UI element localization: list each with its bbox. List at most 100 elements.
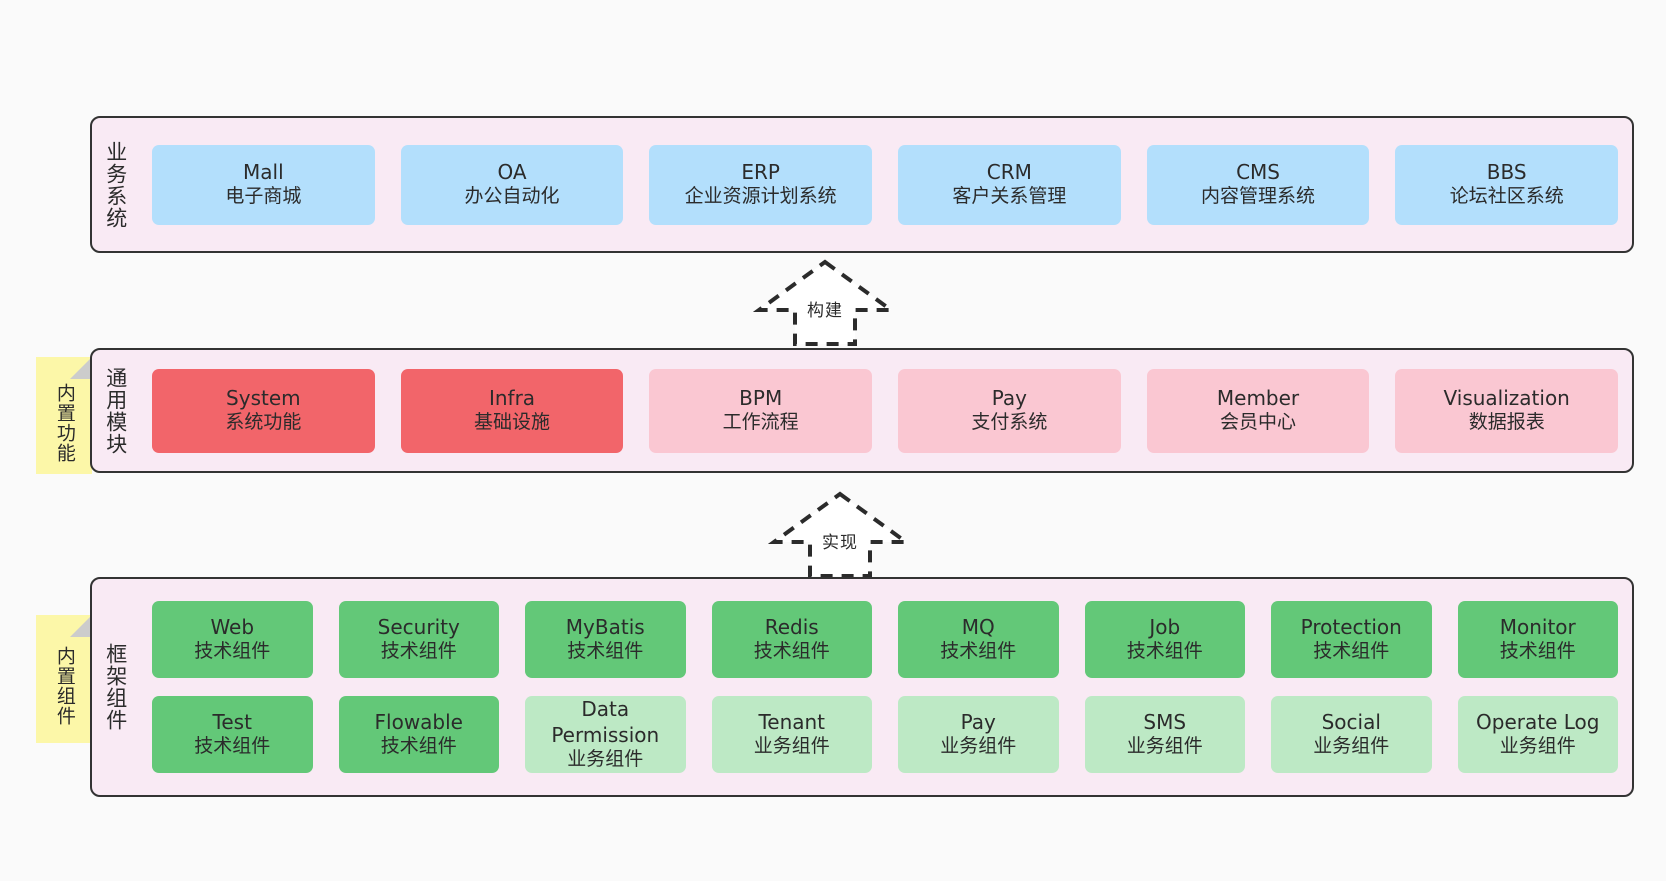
card-subtitle: 技术组件 xyxy=(1313,640,1390,663)
card-title: CMS xyxy=(1236,159,1280,184)
connector-implement-label: 实现 xyxy=(822,533,858,553)
card-subtitle: 业务组件 xyxy=(1313,735,1390,758)
card-title: BPM xyxy=(739,385,783,410)
card-title: OA xyxy=(497,159,527,184)
card-subtitle: 业务组件 xyxy=(940,735,1017,758)
card-title: Protection xyxy=(1300,614,1402,639)
card-subtitle: 业务组件 xyxy=(567,747,644,770)
card-subtitle: 基础设施 xyxy=(474,411,551,434)
connector-build: 构建 xyxy=(752,258,898,348)
note-builtin-components: 内置组件 xyxy=(36,615,92,743)
card-title: Mall xyxy=(243,159,284,184)
card-title: ERP xyxy=(741,159,780,184)
card-title: Tenant xyxy=(758,709,826,734)
card-title: Test xyxy=(212,709,252,734)
card-title: SMS xyxy=(1143,709,1187,734)
card-subtitle: 工作流程 xyxy=(722,411,799,434)
card-title: Data Permission xyxy=(551,697,660,747)
card-title: Member xyxy=(1216,385,1300,410)
card-title: Job xyxy=(1149,614,1181,639)
card-subtitle: 技术组件 xyxy=(753,640,830,663)
card-title: Pay xyxy=(960,709,996,734)
card-subtitle: 技术组件 xyxy=(194,735,271,758)
card-title: Pay xyxy=(991,385,1027,410)
card-title: CRM xyxy=(986,159,1032,184)
card-title: Redis xyxy=(764,614,819,639)
card-subtitle: 客户关系管理 xyxy=(952,185,1067,208)
card-subtitle: 支付系统 xyxy=(971,411,1048,434)
card-title: Web xyxy=(210,614,255,639)
card-title: BBS xyxy=(1486,159,1527,184)
card-title: Monitor xyxy=(1499,614,1576,639)
card-subtitle: 技术组件 xyxy=(194,640,271,663)
card-title: Operate Log xyxy=(1476,709,1600,734)
card-subtitle: 技术组件 xyxy=(1126,640,1203,663)
card-title: Flowable xyxy=(374,709,463,734)
card-title: MQ xyxy=(961,614,995,639)
card-subtitle: 系统功能 xyxy=(225,411,302,434)
card-title: MyBatis xyxy=(565,614,645,639)
card-subtitle: 会员中心 xyxy=(1220,411,1297,434)
card-subtitle: 电子商城 xyxy=(225,185,302,208)
card-subtitle: 数据报表 xyxy=(1468,411,1545,434)
card-subtitle: 技术组件 xyxy=(940,640,1017,663)
card-subtitle: 技术组件 xyxy=(380,735,457,758)
business-system-layer-title: 业务系统 xyxy=(103,140,128,229)
card-subtitle: 业务组件 xyxy=(1126,735,1203,758)
note-builtin-features-label: 内置功能 xyxy=(53,382,76,463)
framework-components-layer-title: 框架组件 xyxy=(103,643,128,731)
note-builtin-components-label: 内置组件 xyxy=(53,646,76,726)
card-title: Visualization xyxy=(1443,385,1570,410)
card-title: System xyxy=(226,385,301,410)
card-subtitle: 业务组件 xyxy=(753,735,830,758)
card-subtitle: 技术组件 xyxy=(1499,640,1576,663)
card-title: Security xyxy=(377,614,460,639)
card-subtitle: 业务组件 xyxy=(1499,735,1576,758)
card-subtitle: 内容管理系统 xyxy=(1201,185,1316,208)
note-builtin-features: 内置功能 xyxy=(36,357,92,474)
card-subtitle: 企业资源计划系统 xyxy=(684,185,837,208)
card-subtitle: 技术组件 xyxy=(380,640,457,663)
card-subtitle: 论坛社区系统 xyxy=(1449,185,1564,208)
card-title: Social xyxy=(1321,709,1381,734)
connector-build-label: 构建 xyxy=(807,301,843,321)
